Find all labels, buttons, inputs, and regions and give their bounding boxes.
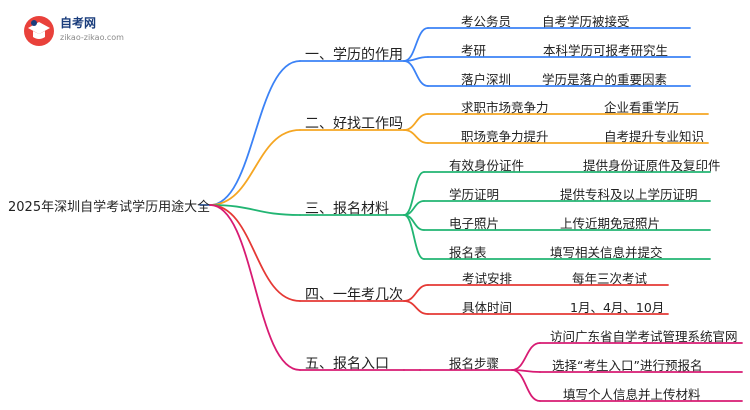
branch-2-detail-1[interactable]: 企业看重学历 <box>604 100 680 115</box>
branch-3-detail-2[interactable]: 提供专科及以上学历证明 <box>560 187 698 202</box>
root-topic[interactable]: 2025年深圳自学考试学历用途大全 <box>8 200 211 215</box>
branch-3-label[interactable]: 三、报名材料 <box>305 201 389 217</box>
branch-4-leaf-1-connector <box>403 284 429 302</box>
branch-1-item-2[interactable]: 考研 <box>461 43 487 58</box>
branch-1-leaf-1-connector <box>403 27 429 62</box>
branch-2-item-2[interactable]: 职场竞争力提升 <box>461 129 549 144</box>
branch-5-connector <box>209 204 301 371</box>
branch-4-item-2[interactable]: 具体时间 <box>462 300 513 315</box>
branch-4-connector <box>209 204 301 302</box>
branch-3-leaf-4-connector <box>403 214 425 260</box>
branch-1-detail-2[interactable]: 本科学历可报考研究生 <box>543 43 669 58</box>
site-logo: 自考网 zikao-zikao.com <box>22 12 142 52</box>
branch-1-item-3[interactable]: 落户深圳 <box>461 72 512 87</box>
logo-url: zikao-zikao.com <box>60 33 124 42</box>
branch-1-item-1[interactable]: 考公务员 <box>461 14 512 29</box>
branch-1-detail-3[interactable]: 学历是落户的重要因素 <box>542 72 668 87</box>
branch-3-connector <box>209 204 301 216</box>
branch-5-item-1[interactable]: 报名步骤 <box>449 356 500 371</box>
branch-3-item-2[interactable]: 学历证明 <box>449 187 500 202</box>
branch-2-leaf-2-connector <box>403 129 429 144</box>
branch-2-item-1[interactable]: 求职市场竞争力 <box>461 100 549 115</box>
branch-2-label[interactable]: 二、好找工作吗 <box>305 116 403 132</box>
branch-4-item-1[interactable]: 考试安排 <box>462 271 513 286</box>
graduation-cap-icon <box>24 16 54 46</box>
branch-2-detail-2[interactable]: 自考提升专业知识 <box>604 129 705 144</box>
branch-2-leaf-1-connector <box>403 113 429 131</box>
branch-4-label[interactable]: 四、一年考几次 <box>305 287 403 303</box>
branch-3-item-3[interactable]: 电子照片 <box>449 216 500 231</box>
branch-5-step-1-connector <box>511 342 541 371</box>
branch-5-step-1[interactable]: 访问广东省自学考试管理系统官网 <box>550 329 738 344</box>
branch-4-detail-2[interactable]: 1月、4月、10月 <box>570 300 665 315</box>
branch-4-detail-1[interactable]: 每年三次考试 <box>572 271 648 286</box>
branch-3-item-4[interactable]: 报名表 <box>449 245 487 260</box>
branch-1-connector <box>209 60 301 206</box>
branch-5-step-3[interactable]: 填写个人信息并上传材料 <box>563 387 701 402</box>
branch-1-label[interactable]: 一、学历的作用 <box>305 47 403 63</box>
branch-2-connector <box>209 129 301 206</box>
branch-3-detail-4[interactable]: 填写相关信息并提交 <box>550 245 663 260</box>
branch-5-step-2[interactable]: 选择“考生入口”进行预报名 <box>552 358 703 373</box>
branch-1-detail-1[interactable]: 自考学历被接受 <box>542 14 630 29</box>
branch-3-detail-1[interactable]: 提供身份证原件及复印件 <box>583 158 721 173</box>
branch-3-item-1[interactable]: 有效身份证件 <box>449 158 525 173</box>
branch-3-detail-3[interactable]: 上传近期免冠照片 <box>560 216 661 231</box>
branch-5-step-3-connector <box>511 369 541 402</box>
branch-1-leaf-3-connector <box>403 60 429 87</box>
branch-4-leaf-2-connector <box>403 300 429 315</box>
logo-title: 自考网 <box>60 16 97 30</box>
branch-5-label[interactable]: 五、报名入口 <box>305 356 389 372</box>
